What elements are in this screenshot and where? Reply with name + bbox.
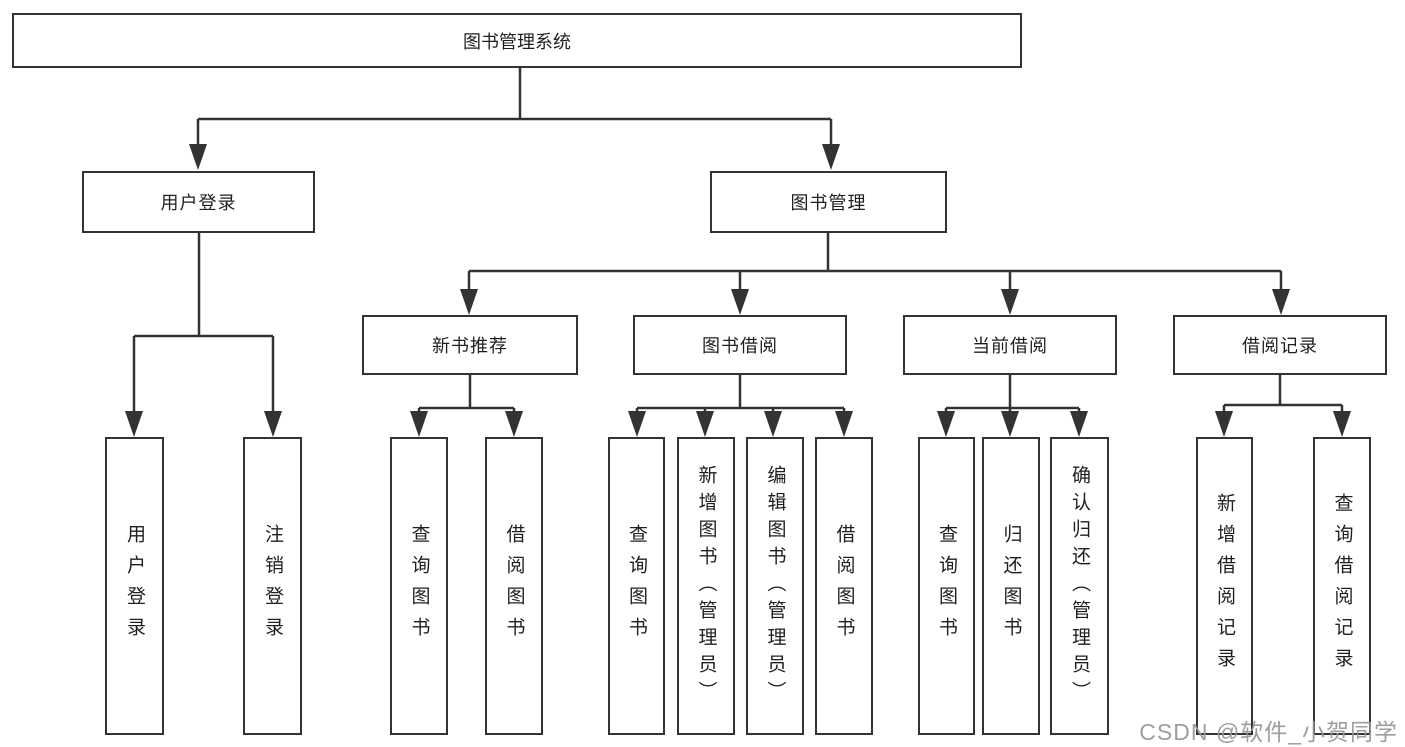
leaf-label: 用户登录 (124, 524, 145, 648)
leaf-label: 编辑图书（管理员） (764, 464, 786, 708)
leaf-label: 注销登录 (262, 524, 283, 648)
leaf-borrow-books: 借阅图书 (815, 437, 873, 735)
leaf-label: 新增图书（管理员） (695, 464, 717, 708)
leaf-confirm-return-admin: 确认归还（管理员） (1050, 437, 1109, 735)
node-library-management-system: 图书管理系统 (12, 13, 1022, 68)
leaf-logout: 注销登录 (243, 437, 302, 735)
leaf-user-login: 用户登录 (105, 437, 164, 735)
node-book-management: 图书管理 (710, 171, 947, 233)
node-user-login: 用户登录 (82, 171, 315, 233)
leaf-query-books-borrow: 查询图书 (608, 437, 665, 735)
leaf-label: 归还图书 (1000, 524, 1022, 648)
csdn-watermark: CSDN @软件_小贺同学 (1139, 719, 1398, 745)
arrowhead-icons (125, 144, 1351, 437)
leaf-label: 查询借阅记录 (1331, 493, 1353, 679)
leaf-label: 新增借阅记录 (1214, 493, 1235, 679)
node-current-borrow: 当前借阅 (903, 315, 1117, 375)
leaf-borrow-books-recommend: 借阅图书 (485, 437, 543, 735)
leaf-add-book-admin: 新增图书（管理员） (677, 437, 735, 735)
leaf-query-books-current: 查询图书 (918, 437, 975, 735)
leaf-add-borrow-record: 新增借阅记录 (1196, 437, 1253, 735)
leaf-query-books-recommend: 查询图书 (390, 437, 448, 735)
leaf-label: 查询图书 (626, 524, 647, 648)
leaf-label: 借阅图书 (833, 524, 855, 648)
leaf-label: 查询图书 (408, 524, 430, 648)
leaf-edit-book-admin: 编辑图书（管理员） (746, 437, 804, 735)
leaf-label: 确认归还（管理员） (1069, 464, 1090, 708)
leaf-label: 借阅图书 (503, 524, 525, 648)
node-book-borrow: 图书借阅 (633, 315, 847, 375)
node-new-book-recommend: 新书推荐 (362, 315, 578, 375)
leaf-return-books: 归还图书 (982, 437, 1040, 735)
leaf-query-borrow-record: 查询借阅记录 (1313, 437, 1371, 735)
node-borrow-records: 借阅记录 (1173, 315, 1387, 375)
leaf-label: 查询图书 (936, 524, 957, 648)
